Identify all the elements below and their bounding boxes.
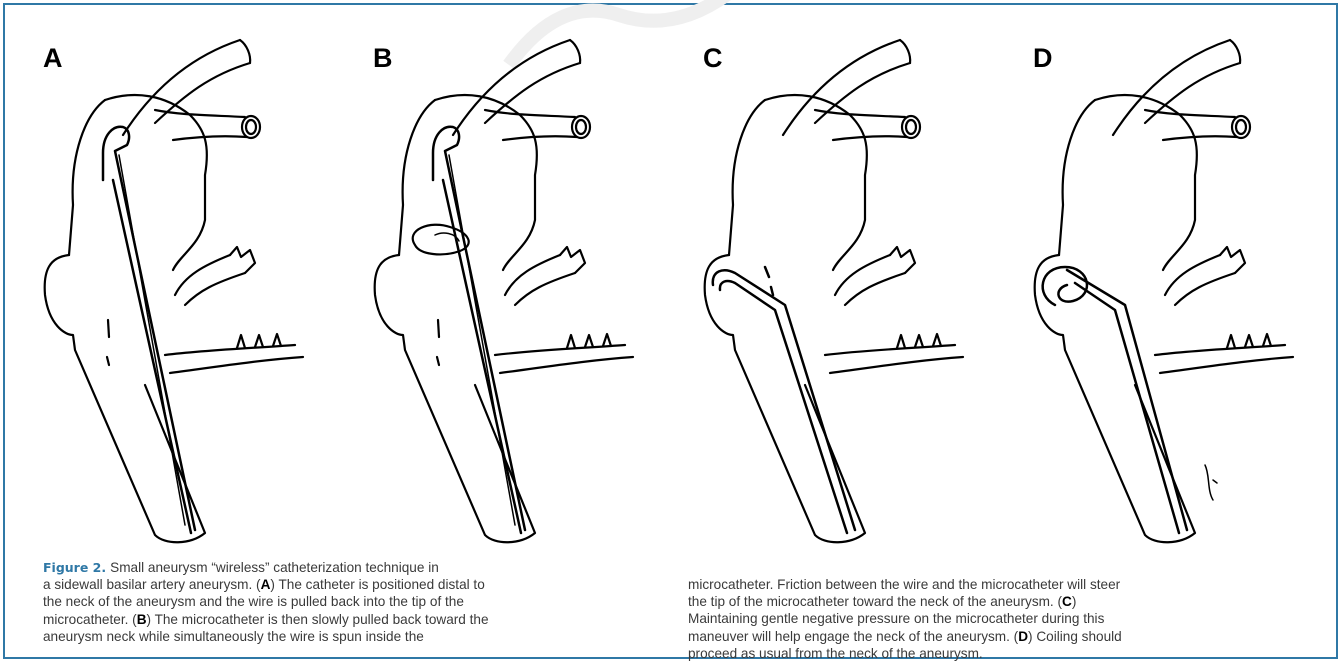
caption-left-column: Figure 2. Small aneurysm “wireless” cathe… bbox=[43, 559, 633, 645]
panel-c-label: C bbox=[703, 43, 723, 74]
panel-b-illustration bbox=[335, 5, 665, 565]
caption-text: a sidewall basilar artery aneurysm. ( bbox=[43, 577, 261, 592]
caption-text: the neck of the aneurysm and the wire is… bbox=[43, 593, 633, 610]
caption-ref-b: B bbox=[137, 612, 147, 627]
caption-text: aneurysm neck while simultaneously the w… bbox=[43, 628, 633, 645]
panel-a-illustration bbox=[5, 5, 335, 565]
caption-right-column: microcatheter. Friction between the wire… bbox=[688, 576, 1278, 662]
panel-a: A bbox=[5, 5, 335, 565]
panel-d-label: D bbox=[1033, 43, 1053, 74]
figure-frame: A bbox=[3, 3, 1338, 659]
panel-c: C bbox=[665, 5, 995, 565]
caption-text: maneuver will help engage the neck of th… bbox=[688, 629, 1018, 644]
caption-text: proceed as usual from the neck of the an… bbox=[688, 645, 1278, 662]
panel-b-label: B bbox=[373, 43, 393, 74]
caption-text: microcatheter. Friction between the wire… bbox=[688, 576, 1278, 593]
caption-text: Small aneurysm “wireless” catheterizatio… bbox=[110, 560, 439, 575]
caption-text: the tip of the microcatheter toward the … bbox=[688, 594, 1062, 609]
caption-ref-c: C bbox=[1062, 594, 1072, 609]
panel-d-illustration bbox=[995, 5, 1325, 565]
caption-text: ) Coiling should bbox=[1028, 629, 1122, 644]
caption-ref-a: A bbox=[261, 577, 271, 592]
caption-text: ) The catheter is positioned distal to bbox=[270, 577, 484, 592]
panel-a-label: A bbox=[43, 43, 63, 74]
panel-d: D bbox=[995, 5, 1325, 565]
caption-text: ) bbox=[1072, 594, 1077, 609]
caption-ref-d: D bbox=[1018, 629, 1028, 644]
figure-label: Figure 2. bbox=[43, 560, 106, 575]
caption-text: Maintaining gentle negative pressure on … bbox=[688, 610, 1278, 627]
caption-text: ) The microcatheter is then slowly pulle… bbox=[147, 612, 489, 627]
panel-b: B bbox=[335, 5, 665, 565]
caption-text: microcatheter. ( bbox=[43, 612, 137, 627]
panel-c-illustration bbox=[665, 5, 995, 565]
